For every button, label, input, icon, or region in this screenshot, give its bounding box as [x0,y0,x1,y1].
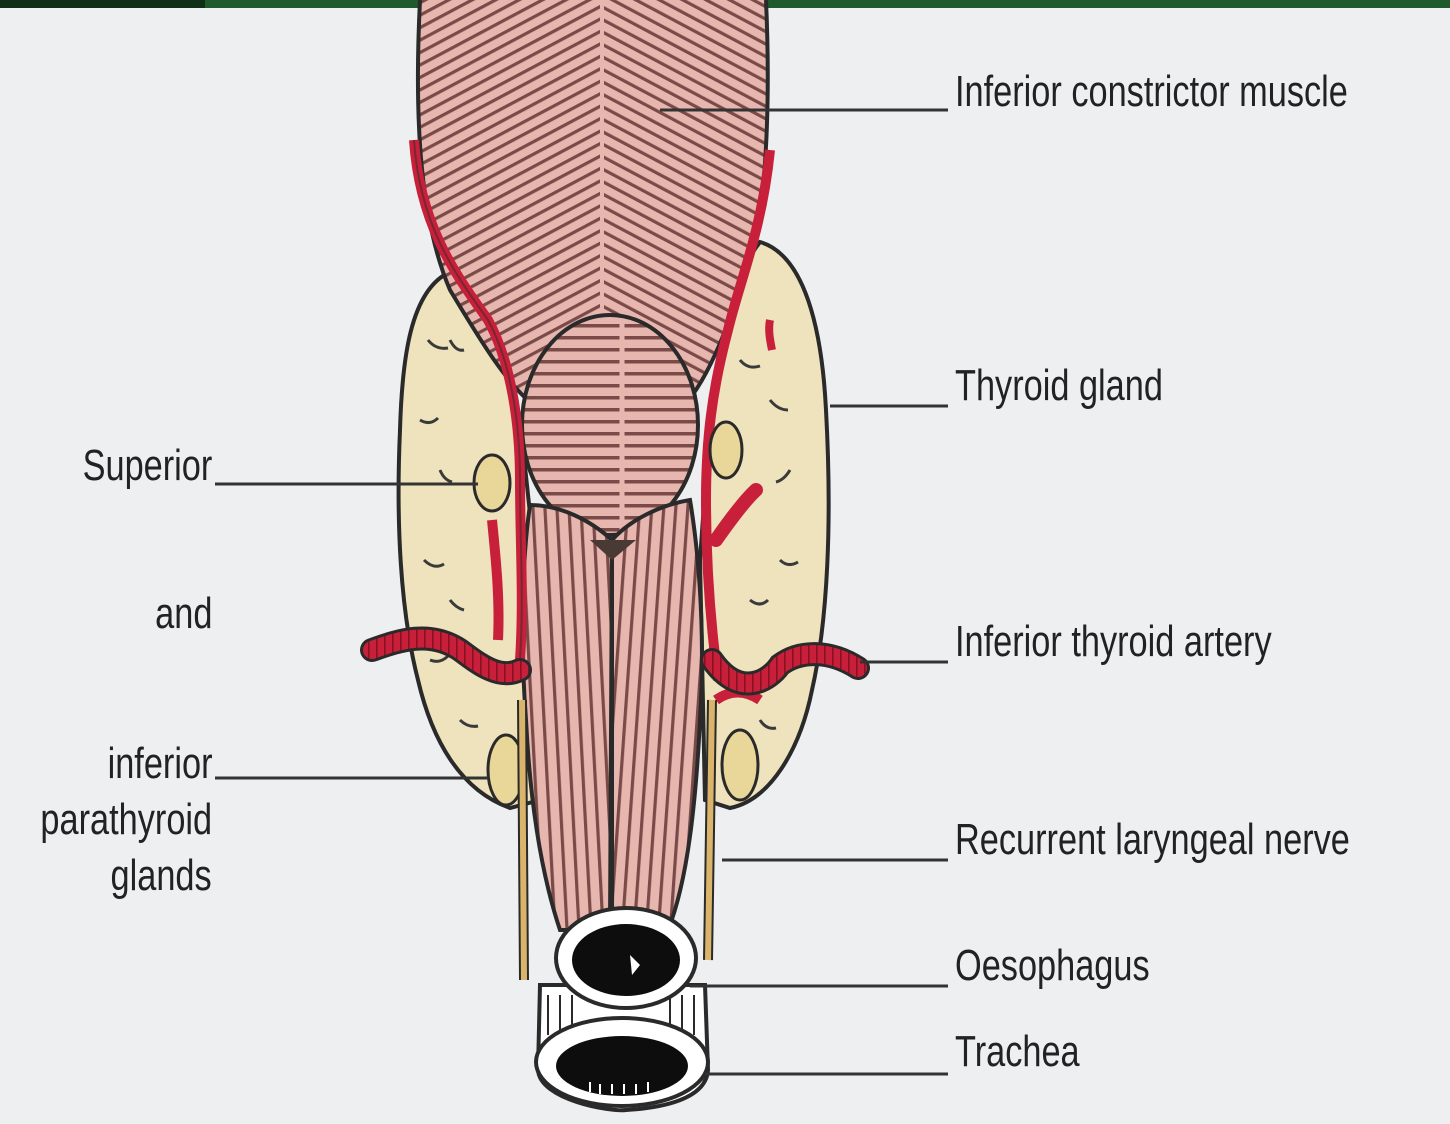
label-recurrent-laryngeal-nerve: Recurrent laryngeal nerve [955,818,1350,862]
oesophagus-cross-section [556,908,696,1008]
label-glands: glands [111,854,212,898]
label-and: and [155,592,212,636]
label-trachea: Trachea [955,1030,1080,1074]
label-inferior-thyroid-artery: Inferior thyroid artery [955,620,1272,664]
label-inferior-constrictor-muscle: Inferior constrictor muscle [955,70,1348,114]
label-inferior: inferior [107,742,212,786]
label-thyroid-gland: Thyroid gland [955,364,1163,408]
oesophagus-muscle [523,500,702,930]
label-superior: Superior [82,444,212,488]
cricopharyngeus-muscle [522,315,698,535]
label-parathyroid: parathyroid [40,798,212,842]
label-oesophagus: Oesophagus [955,944,1150,988]
